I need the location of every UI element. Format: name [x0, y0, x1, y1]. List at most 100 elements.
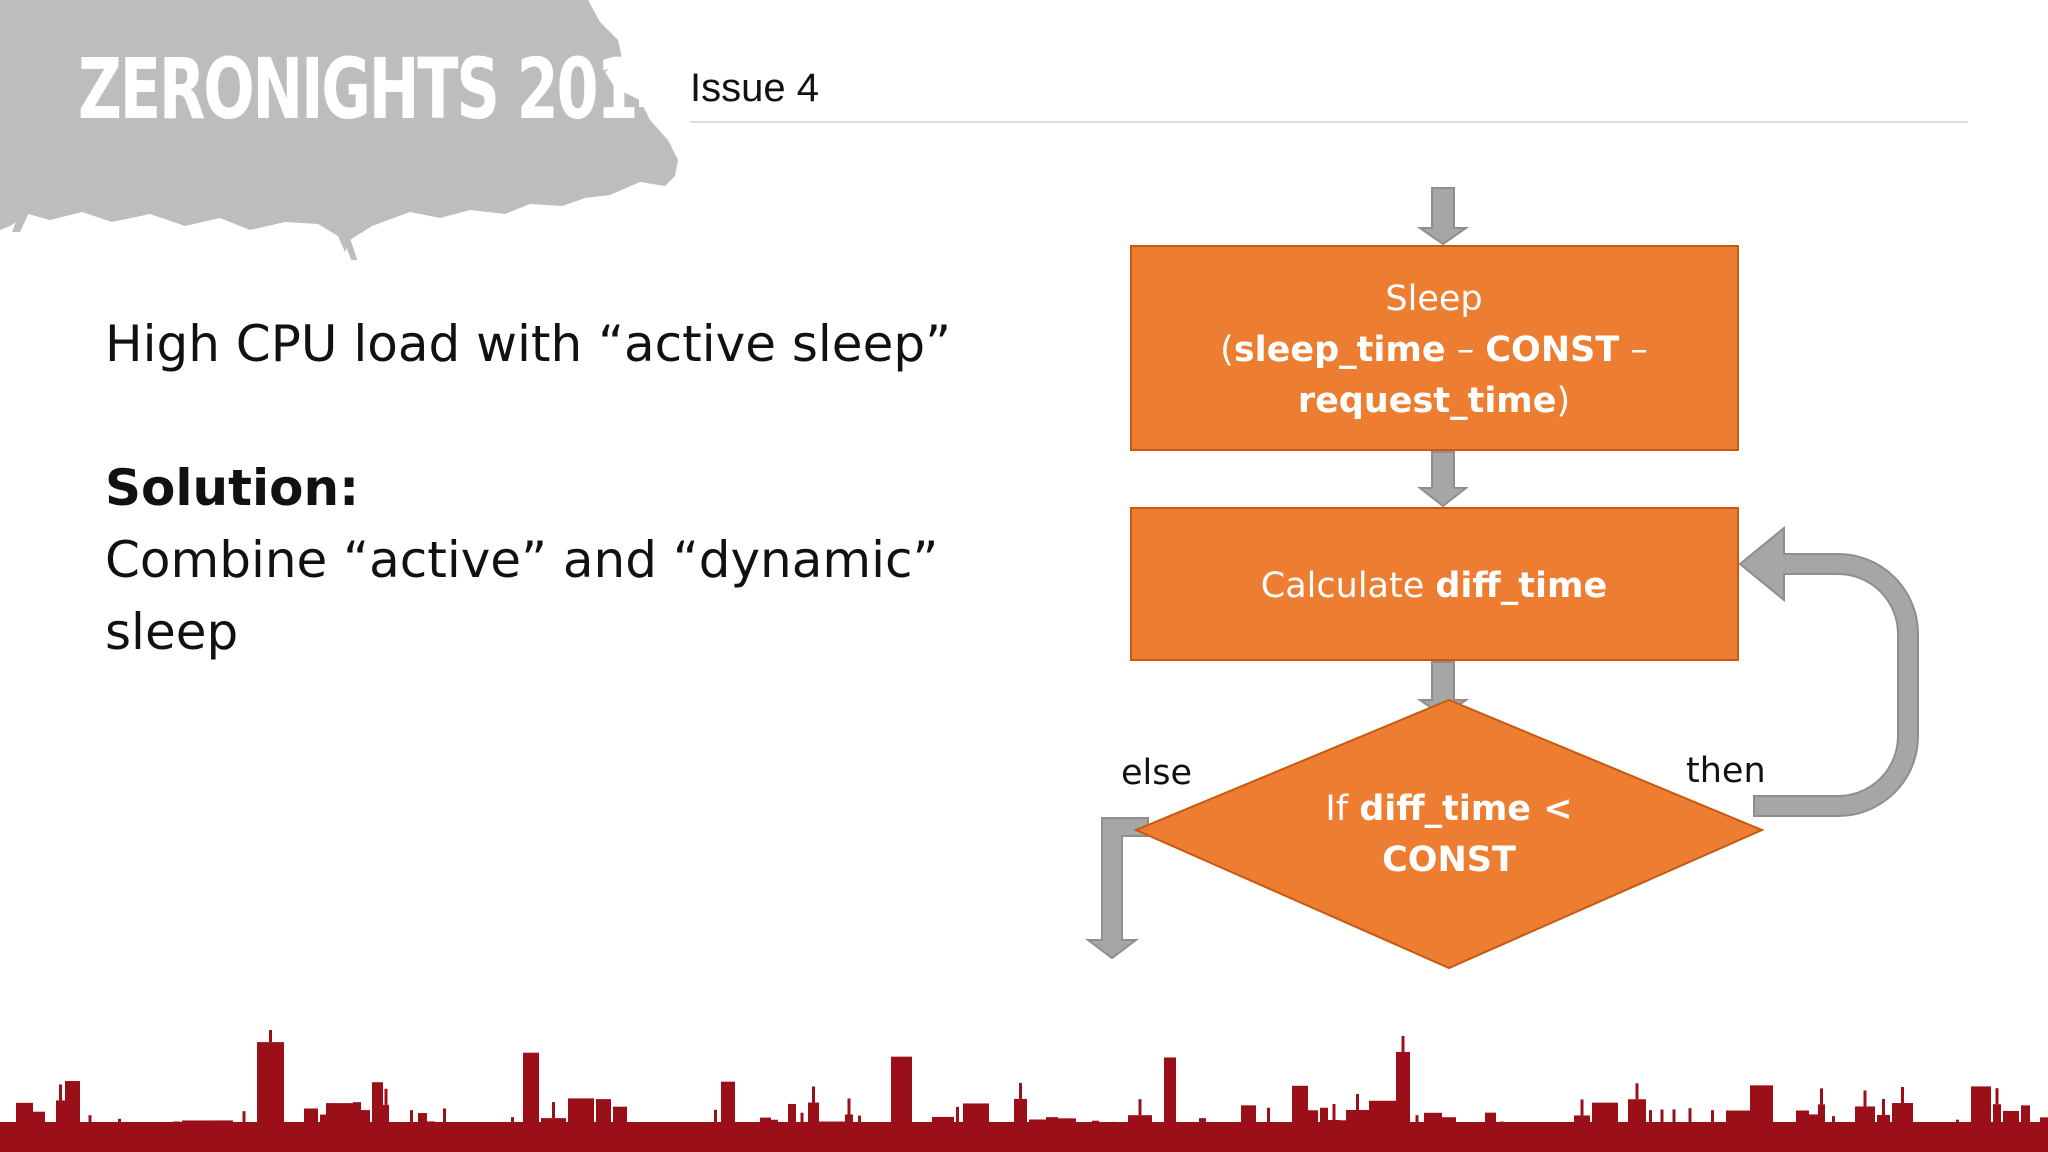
skyline-building	[1679, 1124, 1701, 1152]
entry-arrow	[1416, 187, 1470, 246]
skyline-spire	[1267, 1107, 1270, 1124]
skyline-building	[2021, 1105, 2030, 1152]
skyline-spire	[552, 1102, 555, 1119]
skyline-spire	[1112, 1121, 1115, 1138]
skyline-spire	[714, 1109, 717, 1126]
skyline-building	[1620, 1124, 1626, 1152]
skyline-building	[1014, 1098, 1027, 1152]
skyline-spire	[59, 1084, 62, 1101]
skyline-building	[33, 1111, 45, 1152]
skyline-building	[523, 1052, 539, 1152]
skyline-spire	[1580, 1099, 1584, 1116]
skyline-building	[721, 1081, 735, 1152]
skyline-building	[1528, 1137, 1555, 1152]
skyline-spire	[1956, 1119, 1959, 1136]
skyline-building	[233, 1127, 255, 1152]
then-loop-arrow	[1738, 525, 1919, 817]
skyline-building	[541, 1118, 566, 1152]
skyline-building	[1442, 1117, 1456, 1152]
headline: High CPU load with “active sleep”	[105, 315, 951, 373]
skyline-building	[1092, 1120, 1099, 1152]
skyline-building	[1555, 1127, 1574, 1152]
skyline-building	[1396, 1051, 1410, 1152]
skyline-spire	[1138, 1099, 1142, 1116]
sleep-box	[1130, 245, 1739, 451]
skyline-building	[760, 1117, 771, 1152]
skyline-building	[1646, 1126, 1655, 1152]
skyline-building	[1328, 1119, 1340, 1152]
skyline-building	[1424, 1112, 1442, 1152]
skyline-building	[1944, 1135, 1971, 1152]
skyline-building	[1320, 1107, 1328, 1152]
skyline-building	[1199, 1118, 1206, 1152]
skyline-spire	[1882, 1098, 1885, 1115]
skyline-spire	[1672, 1109, 1676, 1126]
skyline-spire	[858, 1115, 861, 1132]
skyline-spire	[1356, 1093, 1359, 1110]
skyline-building	[65, 1081, 80, 1152]
skyline-building	[182, 1120, 209, 1152]
skyline-spire	[88, 1115, 92, 1132]
skyline-building	[1592, 1102, 1618, 1152]
skyline-building	[568, 1098, 594, 1152]
skyline-building	[1842, 1135, 1853, 1152]
skyline-building	[1346, 1109, 1369, 1152]
solution-text: Combine “active” and “dynamic” sleep	[105, 531, 939, 661]
skyline-footer	[0, 1030, 2048, 1152]
decision-line2: CONST	[1382, 840, 1516, 880]
skyline-building	[1076, 1137, 1092, 1152]
skyline-building	[1971, 1086, 1991, 1152]
skyline-building	[780, 1129, 788, 1152]
skyline-spire	[1832, 1116, 1835, 1133]
skyline-building	[383, 1104, 389, 1152]
skyline-building	[796, 1128, 808, 1152]
skyline-building	[932, 1116, 954, 1152]
skyline-building	[320, 1114, 326, 1152]
brand-logo: ZERONIGHTS 2014	[78, 40, 678, 138]
skyline-spire	[812, 1086, 815, 1103]
skyline-building	[353, 1102, 361, 1152]
skyline-spire	[410, 1110, 413, 1127]
sleep-box-line2: (sleep_time – CONST –	[1220, 330, 1648, 370]
skyline-building	[1498, 1137, 1506, 1152]
skyline-building	[257, 1042, 284, 1152]
skyline-building	[56, 1100, 65, 1152]
skyline-building	[326, 1103, 353, 1152]
skyline-building	[16, 1102, 33, 1152]
skyline-building	[1877, 1114, 1890, 1152]
skyline-building	[596, 1099, 611, 1152]
skyline-spire	[1415, 1115, 1419, 1132]
skyline-building	[418, 1113, 427, 1152]
skyline-building	[1574, 1115, 1590, 1152]
skyline-building	[304, 1108, 318, 1152]
skyline-spire	[511, 1117, 514, 1134]
skyline-building	[0, 1133, 16, 1152]
skyline-spire	[1863, 1090, 1867, 1107]
skyline-building	[1029, 1119, 1046, 1152]
skyline-building	[437, 1124, 452, 1152]
skyline-spire	[847, 1098, 851, 1115]
skyline-building	[1281, 1127, 1292, 1152]
skyline-building	[1206, 1123, 1232, 1152]
skyline-building	[771, 1119, 778, 1152]
skyline-building	[808, 1102, 819, 1152]
skyline-building	[1796, 1110, 1809, 1152]
calc-box-text: Calculate diff_time	[1261, 566, 1607, 606]
solution-label: Solution:	[105, 459, 360, 517]
skyline-building	[1892, 1103, 1913, 1152]
skyline-building	[45, 1131, 56, 1152]
skyline-spire	[800, 1112, 804, 1129]
skyline-building	[1818, 1104, 1825, 1152]
skyline-spire	[242, 1111, 246, 1128]
skyline-building	[372, 1082, 383, 1152]
skyline-building	[1308, 1110, 1318, 1152]
skyline-building	[1128, 1115, 1152, 1152]
skyline-building	[1915, 1134, 1942, 1152]
skyline-spire	[1711, 1110, 1714, 1127]
skyline-building	[735, 1134, 760, 1152]
else-label: else	[1121, 753, 1192, 793]
skyline-building	[652, 1131, 679, 1152]
skyline-building	[389, 1126, 405, 1152]
skyline-building	[627, 1135, 652, 1152]
